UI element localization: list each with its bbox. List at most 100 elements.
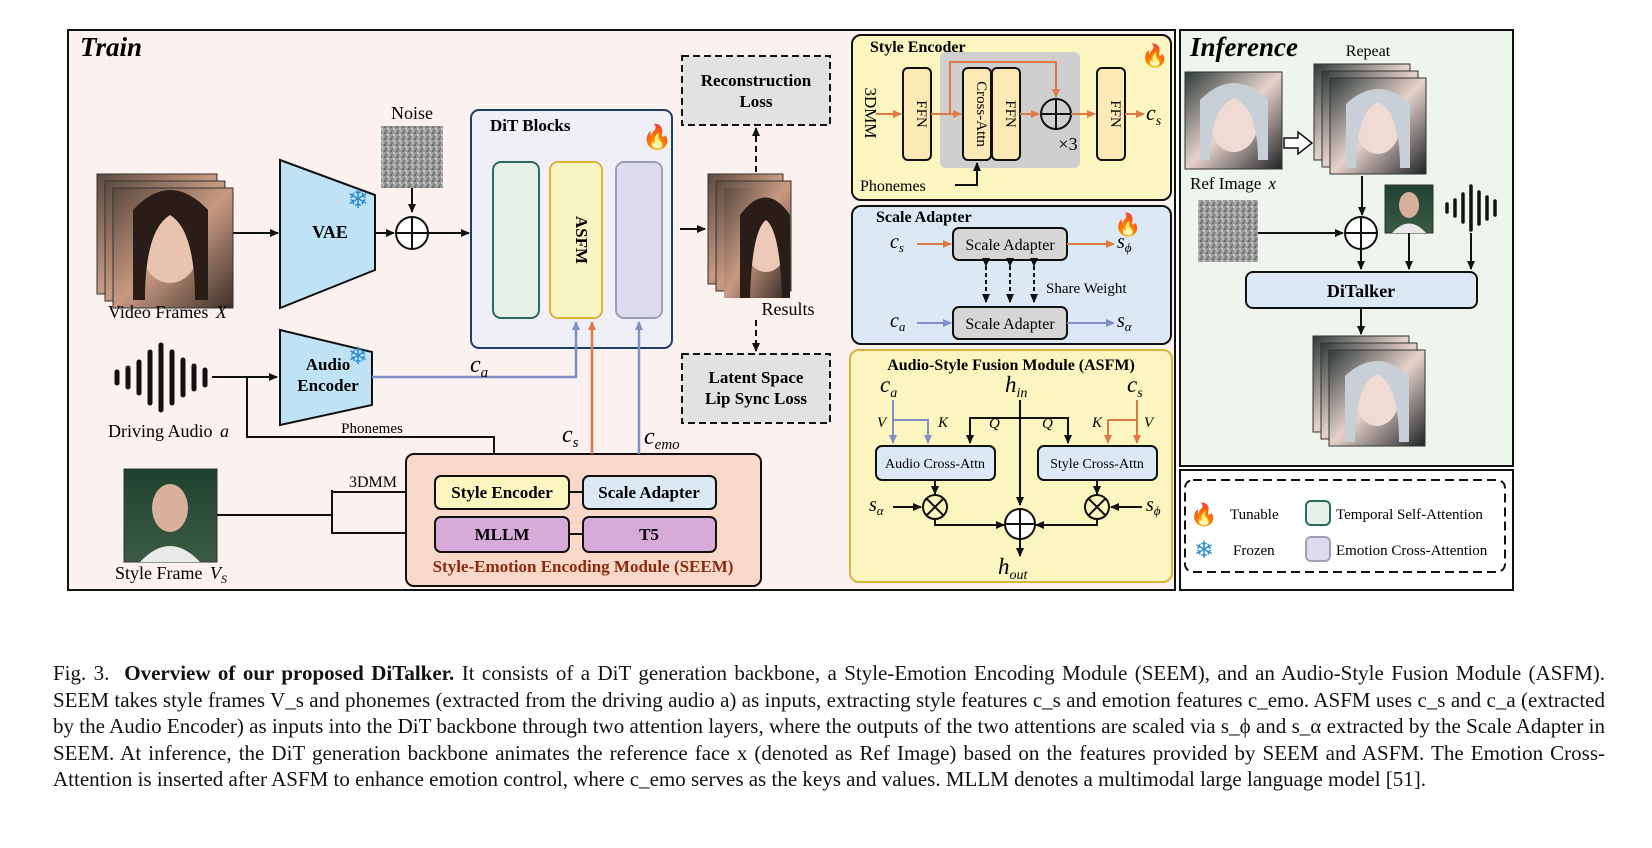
- asfm-cs: c: [1127, 372, 1137, 397]
- add-icon: [395, 216, 429, 250]
- temporal-legend-swatch: [1305, 500, 1331, 526]
- share-weight-arrows: [982, 258, 1038, 303]
- scale-adapter-top-label: Scale Adapter: [965, 237, 1055, 254]
- asfm-sphi: s: [1146, 494, 1154, 516]
- cs-var: c: [562, 422, 573, 448]
- style-input-3dmm: 3DMM: [861, 87, 880, 138]
- asfm-q-left: Q: [989, 416, 1000, 432]
- asfm-ca-sub: a: [890, 386, 897, 401]
- legend-temporal: Temporal Self-Attention: [1336, 507, 1483, 523]
- caption-prefix: Fig. 3.: [53, 661, 110, 685]
- asfm-block-label: ASFM: [572, 216, 591, 264]
- output-frames-stack: [1312, 335, 1426, 447]
- svg-text:hin: hin: [1005, 372, 1027, 401]
- flame-icon: 🔥: [1114, 212, 1141, 237]
- asfm-salpha: s: [869, 494, 877, 516]
- audio-cross-attn-label: Audio Cross-Attn: [885, 457, 985, 472]
- asfm-v-right: V: [1144, 415, 1155, 431]
- seem-scale-adapter-box: [582, 475, 717, 510]
- add-icon: [1004, 508, 1036, 540]
- hollow-arrow-icon: [1283, 130, 1314, 156]
- svg-text:hout: hout: [998, 554, 1029, 583]
- legend-tunable: Tunable: [1230, 507, 1279, 523]
- add-icon: [1344, 216, 1378, 250]
- style-encoder-title: Style Encoder: [870, 39, 966, 56]
- inference-title: Inference: [1189, 32, 1298, 62]
- sa-cs-sub: s: [899, 240, 904, 255]
- results-label: Results: [761, 299, 814, 319]
- share-weight-label: Share Weight: [1046, 281, 1127, 297]
- svg-text:sϕ: sϕ: [1146, 494, 1161, 518]
- svg-text:ca: ca: [880, 372, 897, 401]
- flame-icon: 🔥: [642, 123, 672, 151]
- vae-encoder: [279, 158, 376, 310]
- asfm-k-left: K: [937, 415, 949, 431]
- repeat-count: ×3: [1058, 134, 1077, 154]
- asfm-hin: h: [1005, 372, 1017, 397]
- style-frame-sub: S: [221, 572, 227, 586]
- inference-noise-image: [1198, 200, 1258, 262]
- ref-image-var: x: [1268, 174, 1277, 193]
- sa-salpha-sub: α: [1125, 319, 1133, 334]
- seem-style-encoder-label: Style Encoder: [451, 483, 553, 502]
- svg-text:Driving Audio a: Driving Audio a: [108, 421, 229, 441]
- asfm-hout: h: [998, 554, 1010, 579]
- asfm-q-right: Q: [1042, 416, 1053, 432]
- svg-text:sα: sα: [869, 494, 885, 518]
- recon-loss-line1: Reconstruction: [701, 71, 812, 90]
- ca-var: c: [470, 352, 481, 378]
- emotion-cross-attention-block: [615, 161, 663, 319]
- sa-ca-sub: a: [899, 319, 906, 334]
- add-icon: [1040, 98, 1072, 130]
- legend-emotion: Emotion Cross-Attention: [1336, 543, 1488, 559]
- sa-ca: c: [890, 310, 899, 332]
- temporal-self-attention-block: [492, 161, 540, 319]
- svg-text:Ref Image x: Ref Image x: [1190, 174, 1277, 193]
- caption-text: It consists of a DiT generation backbone…: [53, 661, 1605, 791]
- lip-sync-loss-box: [681, 353, 831, 424]
- audio-encoder-line1: Audio: [306, 355, 350, 374]
- svg-text:sα: sα: [1117, 310, 1133, 334]
- svg-text:Video Frames X: Video Frames X: [108, 302, 228, 322]
- sa-sphi: s: [1117, 231, 1125, 253]
- audio-waveform-icon: [1445, 184, 1497, 232]
- video-frames-stack: [96, 173, 234, 309]
- asfm-cs-sub: s: [1137, 386, 1143, 401]
- legend-frozen: Frozen: [1233, 543, 1275, 559]
- svg-text:ca: ca: [890, 310, 906, 334]
- asfm-panel: Audio-Style Fusion Module (ASFM) ca hin …: [849, 349, 1173, 583]
- asfm-ca: c: [880, 372, 890, 397]
- noise-label: Noise: [391, 103, 433, 123]
- style-cross-attn-label: Style Cross-Attn: [1050, 457, 1144, 472]
- scale-adapter-bottom-label: Scale Adapter: [965, 316, 1055, 333]
- snowflake-icon: ❄: [1194, 538, 1214, 564]
- style-out-var: c: [1146, 100, 1156, 125]
- cs-sub: s: [573, 435, 579, 451]
- asfm-k-right: K: [1091, 415, 1103, 431]
- asfm-salpha-sub: α: [877, 503, 885, 518]
- snowflake-icon: ❄: [347, 185, 369, 214]
- seem-t5-label: T5: [639, 525, 659, 544]
- snowflake-icon: ❄: [348, 344, 368, 370]
- vae-label: VAE: [312, 222, 348, 242]
- video-frames-label: Video Frames: [108, 302, 208, 322]
- ffn-label-3: FFN: [1107, 100, 1123, 128]
- figure-caption: Fig. 3. Overview of our proposed DiTalke…: [53, 660, 1605, 793]
- ca-sub: a: [481, 365, 489, 381]
- inference-panel: Inference Repeat Ref Image x: [1179, 29, 1514, 467]
- svg-text:ca: ca: [470, 352, 488, 381]
- noise-image: [381, 126, 443, 188]
- asfm-sphi-sub: ϕ: [1154, 503, 1161, 518]
- lipsync-line1: Latent Space: [709, 368, 804, 387]
- repeated-ref-stack: [1313, 63, 1427, 175]
- phonemes-label: Phonemes: [341, 421, 403, 437]
- video-frames-var: X: [215, 302, 228, 322]
- seem-title: Style-Emotion Encoding Module (SEEM): [433, 557, 734, 576]
- sa-sphi-sub: ϕ: [1125, 240, 1132, 255]
- style-out-sub: s: [1156, 114, 1162, 129]
- seem-scale-adapter-label: Scale Adapter: [598, 483, 700, 502]
- style-phonemes-label: Phonemes: [860, 178, 926, 195]
- lipsync-line2: Lip Sync Loss: [705, 389, 807, 408]
- legend-panel: 🔥 Tunable ❄ Frozen Temporal Self-Attenti…: [1179, 469, 1514, 591]
